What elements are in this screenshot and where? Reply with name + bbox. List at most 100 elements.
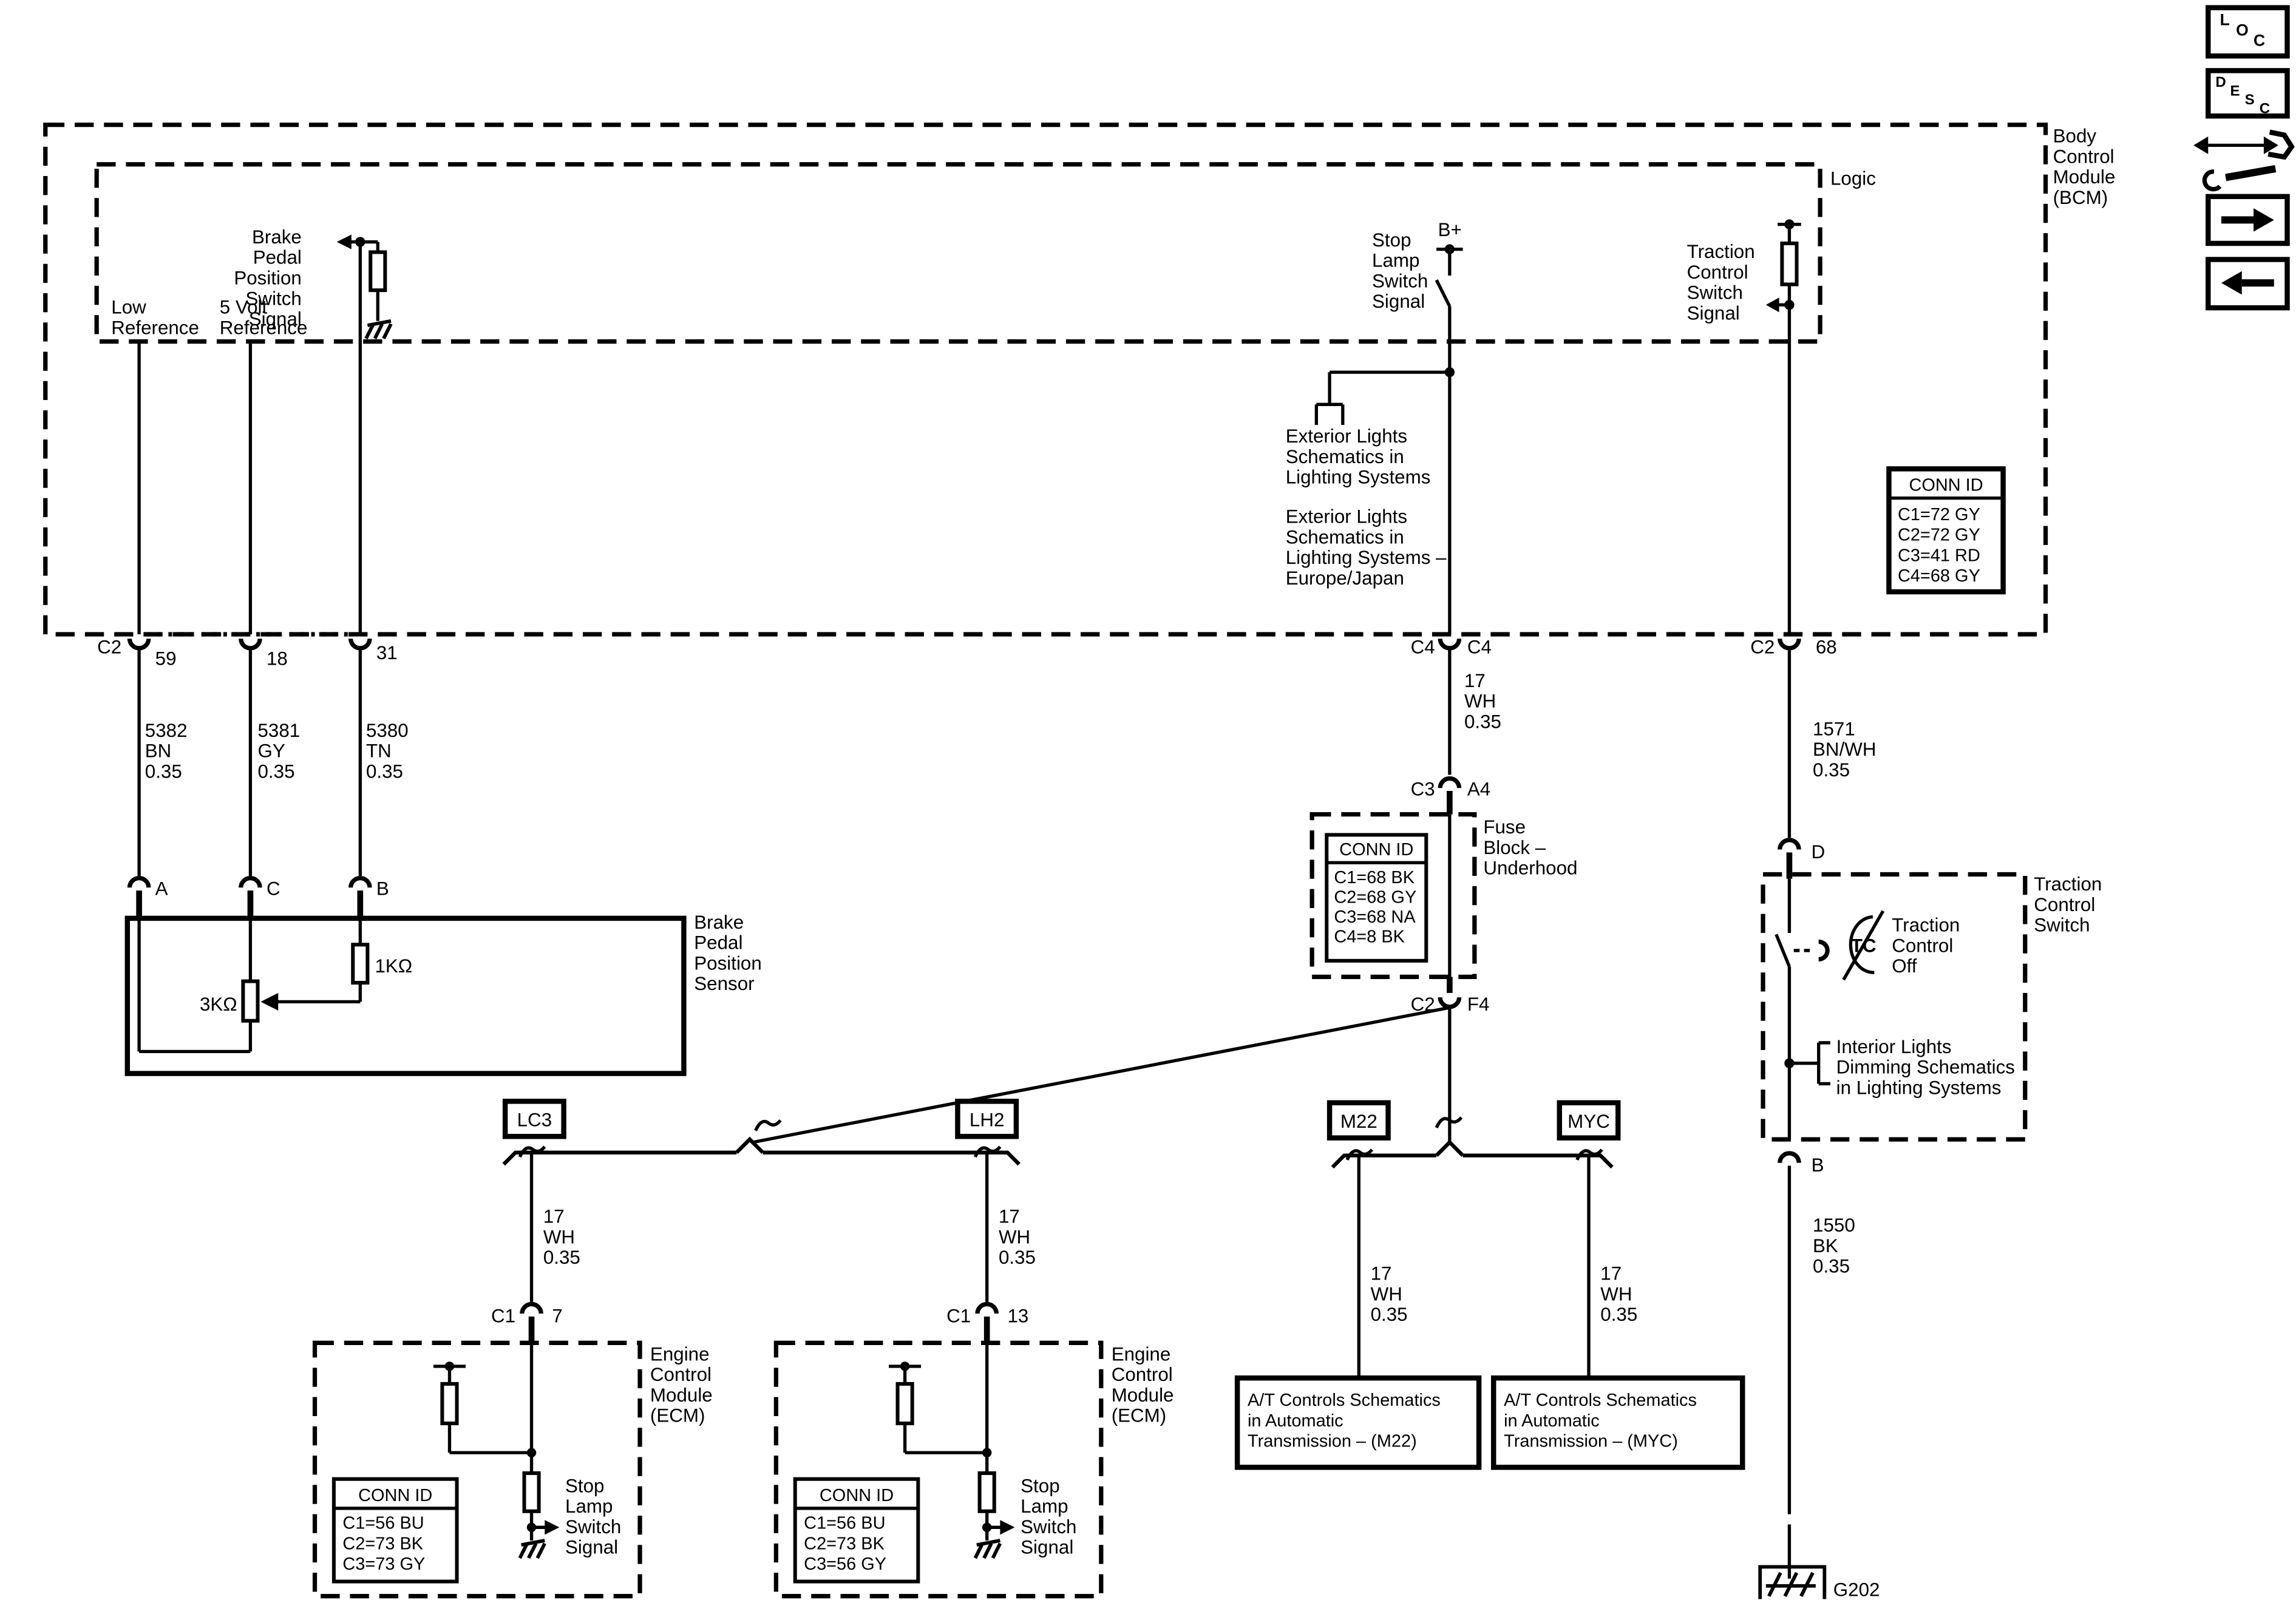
- pin-label: B: [1812, 1154, 1824, 1176]
- splice-feed-diagonal: [752, 1006, 1450, 1144]
- ground-label: G202: [1833, 1579, 1880, 1601]
- pin-label: A4: [1467, 778, 1490, 799]
- traction-control-off-icon: TC: [1842, 910, 1885, 981]
- resistor: [440, 1381, 459, 1426]
- resistor-3k-label: 3KΩ: [200, 994, 237, 1015]
- pin-label: 68: [1816, 636, 1837, 657]
- right-arrow-head-icon: [545, 1520, 560, 1535]
- desc-letter: D: [2215, 74, 2226, 90]
- nav-icon-loc[interactable]: L O C: [2206, 5, 2290, 59]
- resistor-1k-label: 1KΩ: [375, 955, 412, 977]
- bcm-pin-connectors: C2 59 18 31 C4 C4 C2 68: [97, 636, 1837, 669]
- splice-label-lc3: LC3: [517, 1109, 552, 1130]
- resistor: [522, 1471, 541, 1513]
- loc-letter: O: [2236, 21, 2249, 39]
- pin-label: C3: [1411, 778, 1435, 799]
- ground-icon: [518, 1539, 546, 1559]
- pin-label: C1: [491, 1306, 515, 1327]
- tcs-box: [1761, 872, 2028, 1142]
- fuse-block-box: [1309, 812, 1477, 979]
- wiper-arrow-icon: [260, 992, 279, 1011]
- resistor-3k: [241, 979, 260, 1023]
- switch-blade: [1775, 934, 1791, 968]
- logic-label: Logic: [1830, 168, 1876, 189]
- nav-icon-diagnostic-wrench[interactable]: [2193, 129, 2295, 192]
- ground-icon: [973, 1539, 1002, 1559]
- resistor: [895, 1381, 914, 1426]
- pin-label: F4: [1467, 994, 1490, 1015]
- splice-label-m22: M22: [1340, 1111, 1377, 1132]
- ecm-box: [312, 1340, 642, 1599]
- pin-label: 7: [552, 1306, 562, 1327]
- logic-box: [94, 162, 1822, 344]
- nav-icon-back-arrow[interactable]: [2206, 257, 2290, 311]
- nav-icon-desc[interactable]: D E S C: [2206, 68, 2290, 119]
- resistor: [1780, 241, 1799, 286]
- pin-label: D: [1812, 841, 1826, 863]
- conn-id-title: CONN ID: [358, 1486, 432, 1505]
- pin-label: C: [267, 878, 280, 899]
- loc-letter: C: [2254, 31, 2265, 49]
- splice-label-lh2: LH2: [970, 1109, 1005, 1130]
- left-arrow-head-icon: [336, 234, 352, 249]
- resistor: [369, 250, 387, 293]
- nav-icon-forward-arrow[interactable]: [2206, 194, 2290, 246]
- desc-letter: E: [2230, 83, 2240, 99]
- pin-label: C2: [1750, 636, 1775, 657]
- loc-letter: L: [2220, 11, 2230, 29]
- pin-label: B: [376, 878, 389, 899]
- ecm-box: [773, 1340, 1104, 1599]
- b-plus-label: B+: [1438, 219, 1462, 240]
- resistor: [977, 1471, 996, 1513]
- conn-id-title: CONN ID: [1339, 840, 1413, 859]
- pin-label: C4: [1467, 636, 1492, 657]
- conn-id-title: CONN ID: [1909, 476, 1983, 495]
- pin-label: C1: [946, 1306, 971, 1327]
- pin-label: 59: [155, 648, 177, 670]
